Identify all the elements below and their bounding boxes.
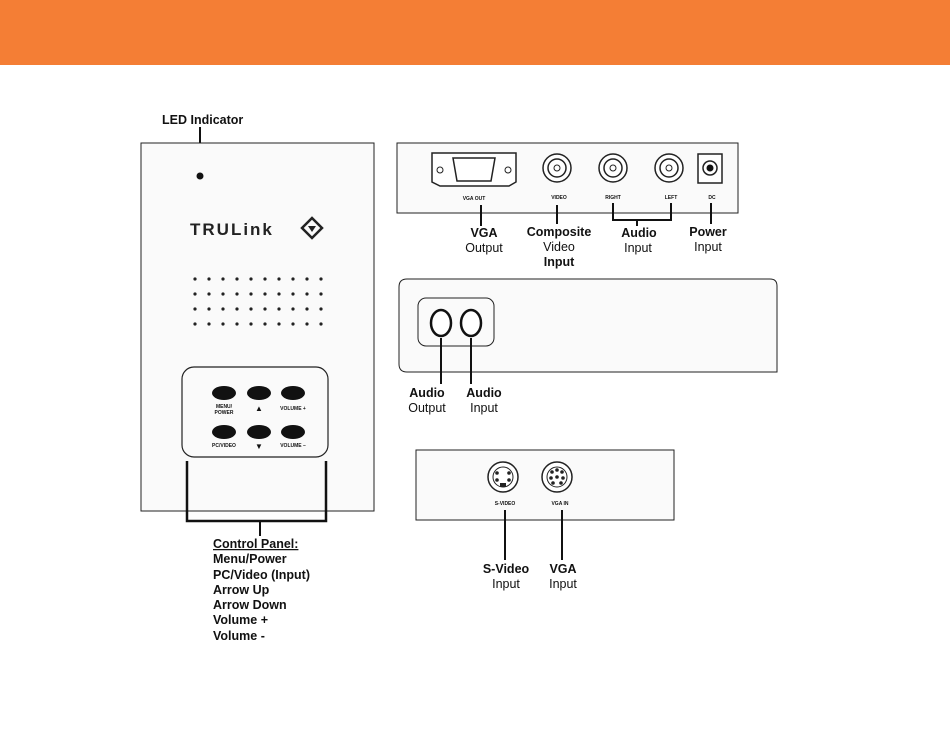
speaker-hole bbox=[207, 307, 210, 310]
speaker-hole bbox=[319, 307, 322, 310]
svideo-input-callout: S-Video bbox=[483, 562, 530, 576]
control-panel-title: Control Panel: bbox=[213, 537, 298, 551]
audio-input-side-callout: Input bbox=[470, 401, 498, 415]
volume-plus-label: VOLUME + bbox=[280, 406, 306, 412]
speaker-hole bbox=[277, 322, 280, 325]
audio-input-side-callout: Audio bbox=[466, 386, 502, 400]
speaker-hole bbox=[305, 307, 308, 310]
control-panel-item: Arrow Down bbox=[213, 598, 287, 612]
audio-output-callout: Audio bbox=[409, 386, 445, 400]
vga-out-label: VGA OUT bbox=[463, 196, 486, 202]
speaker-hole bbox=[193, 322, 196, 325]
device-front: LED Indicator TRULink MENU/ POWER ▲ VOLU… bbox=[141, 113, 374, 643]
led-indicator bbox=[197, 173, 204, 180]
speaker-hole bbox=[277, 277, 280, 280]
speaker-hole bbox=[235, 277, 238, 280]
control-panel-item: Menu/Power bbox=[213, 552, 287, 566]
speaker-hole bbox=[319, 277, 322, 280]
power-input-callout: Power bbox=[689, 225, 727, 239]
arrow-down-icon: ▼ bbox=[255, 442, 263, 451]
svideo-label: S-VIDEO bbox=[495, 501, 516, 507]
speaker-hole bbox=[249, 307, 252, 310]
side-panel: Audio Output Audio Input bbox=[399, 279, 777, 415]
control-panel-item: Arrow Up bbox=[213, 583, 270, 597]
speaker-hole bbox=[221, 277, 224, 280]
speaker-hole bbox=[319, 292, 322, 295]
video-label: VIDEO bbox=[551, 195, 567, 201]
dc-label: DC bbox=[708, 195, 716, 201]
speaker-hole bbox=[305, 322, 308, 325]
left-label: LEFT bbox=[665, 195, 678, 201]
front-ports-panel: S-VIDEO VGA IN S-Video Input VGA Input bbox=[416, 450, 674, 591]
vga-output-callout: VGA bbox=[470, 226, 497, 240]
speaker-hole bbox=[221, 322, 224, 325]
audio-output-jack bbox=[431, 310, 451, 336]
control-panel-item: Volume - bbox=[213, 629, 265, 643]
speaker-hole bbox=[207, 322, 210, 325]
speaker-hole bbox=[277, 307, 280, 310]
rear-panel: VGA OUT VIDEO RIGHT LEFT DC bbox=[397, 143, 738, 269]
vga-input-callout: Input bbox=[549, 577, 577, 591]
composite-video-callout: Input bbox=[544, 255, 575, 269]
speaker-hole bbox=[235, 307, 238, 310]
speaker-hole bbox=[249, 292, 252, 295]
vga-input-callout: VGA bbox=[549, 562, 576, 576]
speaker-hole bbox=[207, 277, 210, 280]
control-panel-item: PC/Video (Input) bbox=[213, 568, 310, 582]
speaker-hole bbox=[291, 277, 294, 280]
right-label: RIGHT bbox=[605, 195, 621, 201]
speaker-hole bbox=[291, 307, 294, 310]
speaker-hole bbox=[249, 322, 252, 325]
power-label: POWER bbox=[215, 410, 234, 416]
audio-input-callout: Audio bbox=[621, 226, 657, 240]
speaker-hole bbox=[263, 307, 266, 310]
speaker-hole bbox=[277, 292, 280, 295]
vga-in-label: VGA IN bbox=[551, 501, 568, 507]
brand-logo-text: TRULink bbox=[190, 220, 274, 239]
speaker-hole bbox=[305, 292, 308, 295]
volume-minus-label: VOLUME – bbox=[280, 443, 306, 449]
speaker-hole bbox=[305, 277, 308, 280]
audio-jack-recess bbox=[418, 298, 494, 346]
speaker-hole bbox=[193, 277, 196, 280]
audio-output-callout: Output bbox=[408, 401, 446, 415]
audio-input-callout: Input bbox=[624, 241, 652, 255]
control-panel-item: Volume + bbox=[213, 613, 268, 627]
speaker-hole bbox=[235, 292, 238, 295]
speaker-hole bbox=[207, 292, 210, 295]
speaker-hole bbox=[221, 292, 224, 295]
speaker-hole bbox=[193, 307, 196, 310]
led-indicator-label: LED Indicator bbox=[162, 113, 243, 127]
speaker-hole bbox=[221, 307, 224, 310]
speaker-hole bbox=[263, 292, 266, 295]
speaker-hole bbox=[263, 277, 266, 280]
power-input-callout: Input bbox=[694, 240, 722, 254]
speaker-hole bbox=[263, 322, 266, 325]
composite-video-callout: Video bbox=[543, 240, 575, 254]
arrow-up-icon: ▲ bbox=[255, 404, 263, 413]
pc-video-label: PC/VIDEO bbox=[212, 443, 236, 449]
speaker-hole bbox=[319, 322, 322, 325]
svideo-input-callout: Input bbox=[492, 577, 520, 591]
speaker-hole bbox=[249, 277, 252, 280]
audio-input-jack bbox=[461, 310, 481, 336]
speaker-hole bbox=[193, 292, 196, 295]
vga-output-callout: Output bbox=[465, 241, 503, 255]
composite-video-callout: Composite bbox=[527, 225, 592, 239]
speaker-hole bbox=[291, 322, 294, 325]
speaker-hole bbox=[291, 292, 294, 295]
speaker-hole bbox=[235, 322, 238, 325]
